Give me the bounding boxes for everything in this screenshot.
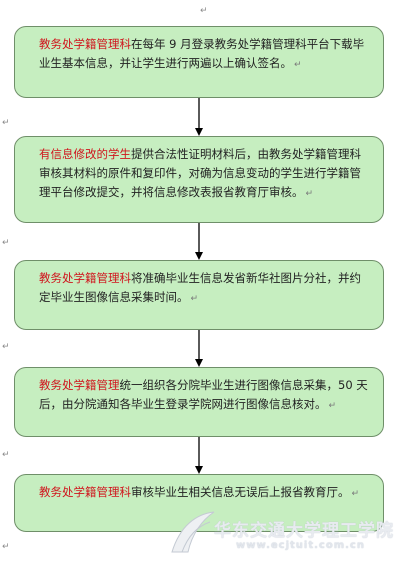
return-mark: ↵ (328, 401, 337, 411)
return-mark: ↵ (190, 294, 199, 304)
step-1-text: 在每年 9 月登录教务处学籍管理科平台下载毕业生基本信息，并让学生进行两遍以上确… (39, 37, 365, 70)
return-mark: ↵ (305, 189, 314, 199)
watermark-logo-icon (171, 511, 215, 553)
step-4-text: 统一组织各分院毕业生进行图像信息采集，50 天后，由分院通知各毕业生登录学院网进… (39, 378, 368, 411)
step-box-1: 教务处学籍管理科在每年 9 月登录教务处学籍管理科平台下载毕业生基本信息，并让学… (14, 26, 384, 98)
step-1-highlight: 教务处学籍管理科 (39, 37, 131, 51)
paragraph-mark: ↵ (2, 450, 10, 460)
step-box-3: 教务处学籍管理科将准确毕业生信息发省新华社图片分社，并约定毕业生图像信息采集时间… (14, 260, 384, 330)
paragraph-mark: ↵ (2, 238, 10, 248)
step-3-highlight: 教务处学籍管理科 (39, 271, 131, 285)
step-3-text: 将准确毕业生信息发省新华社图片分社，并约定毕业生图像信息采集时间。 (39, 271, 361, 304)
step-2-highlight: 有信息修改的学生 (39, 147, 131, 161)
step-2-text: 提供合法性证明材料后，由教务处学籍管理科审核其材料的原件和复印件，对确为信息变动… (39, 147, 361, 199)
paragraph-mark: ↵ (2, 342, 10, 352)
return-mark: ↵ (294, 60, 302, 70)
watermark-text: 华东交通大学理工学院 (214, 521, 394, 541)
return-mark: ↵ (351, 489, 360, 499)
step-box-4: 教务处学籍管理统一组织各分院毕业生进行图像信息采集，50 天后，由分院通知各毕业… (14, 367, 384, 437)
step-5-text: 审核毕业生相关信息无误后上报省教育厅。 (131, 485, 350, 499)
paragraph-mark: ↵ (2, 542, 10, 552)
step-box-2: 有信息修改的学生提供合法性证明材料后，由教务处学籍管理科审核其材料的原件和复印件… (14, 136, 384, 223)
watermark-url: www.ecjtuit.com.cn (236, 540, 365, 551)
paragraph-mark: ↵ (2, 118, 10, 128)
step-5-highlight: 教务处学籍管理科 (39, 485, 131, 499)
step-4-highlight: 教务处学籍管理 (39, 378, 120, 392)
paragraph-mark: ↵ (200, 6, 208, 16)
